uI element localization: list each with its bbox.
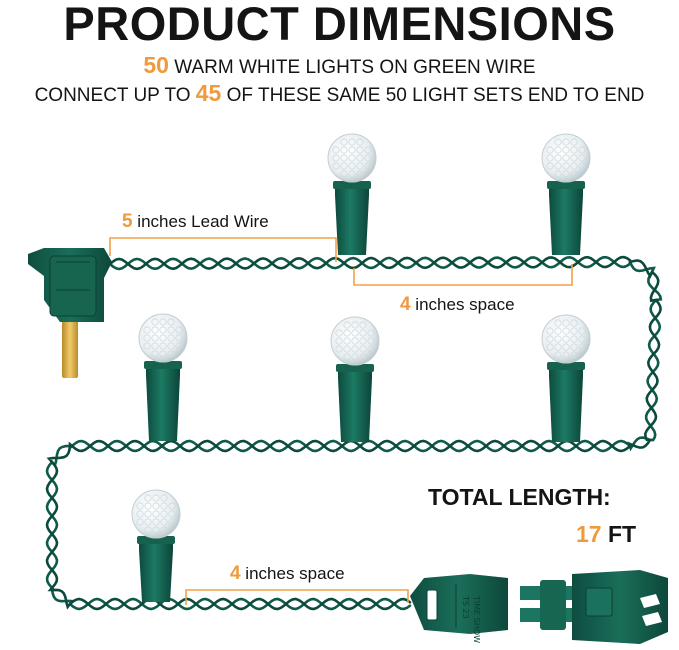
dimension-brackets [109,237,573,605]
led-bulb-icon [541,314,591,442]
subtitle-light-count: 50 WARM WHITE LIGHTS ON GREEN WIRE [0,52,679,79]
total-length-label: TOTAL LENGTH: [428,484,611,510]
connect-prefix: CONNECT UP TO [34,85,196,106]
led-bulb-icon [131,489,181,602]
total-length-value: 17 FT [576,521,636,548]
led-bulb-icon [330,316,380,442]
lead-wire-number: 5 [122,211,133,232]
subtitle-light-text: WARM WHITE LIGHTS ON GREEN WIRE [168,57,536,78]
space-top-bracket [353,264,573,286]
input-plug-icon [28,248,112,378]
led-bulb-icon [541,133,591,255]
space-top-label: 4 inches space [400,294,515,316]
subtitle-connect: CONNECT UP TO 45 OF THESE SAME 50 LIGHT … [0,80,679,107]
twisted-green-wire [45,255,663,611]
led-bulb-icon [327,133,377,255]
total-length-number: 17 [576,521,602,547]
space-bottom-label: 4 inches space [230,563,345,585]
space-top-number: 4 [400,294,411,315]
lead-wire-text: inches Lead Wire [132,212,269,231]
space-top-text: inches space [410,295,515,314]
total-length-unit: FT [601,521,637,547]
end-connector-icon: TIME SHOW TS 23 [410,574,508,643]
male-end-plug-icon [520,570,668,644]
page-title: PRODUCT DIMENSIONS [63,0,616,50]
end-plug-text-1: TIME SHOW [472,595,481,643]
wire-strand [45,255,662,611]
light-count: 50 [143,52,169,78]
lead-wire-bracket [109,237,337,262]
end-plug-text-2: TS 23 [461,595,470,619]
space-bottom-bracket [185,589,409,605]
space-bottom-number: 4 [230,563,241,584]
connect-suffix: OF THESE SAME 50 LIGHT SETS END TO END [221,85,645,106]
led-bulb-icon [138,313,188,441]
connect-count: 45 [195,80,222,106]
space-bottom-text: inches space [240,564,345,583]
lead-wire-label: 5 inches Lead Wire [122,211,269,233]
